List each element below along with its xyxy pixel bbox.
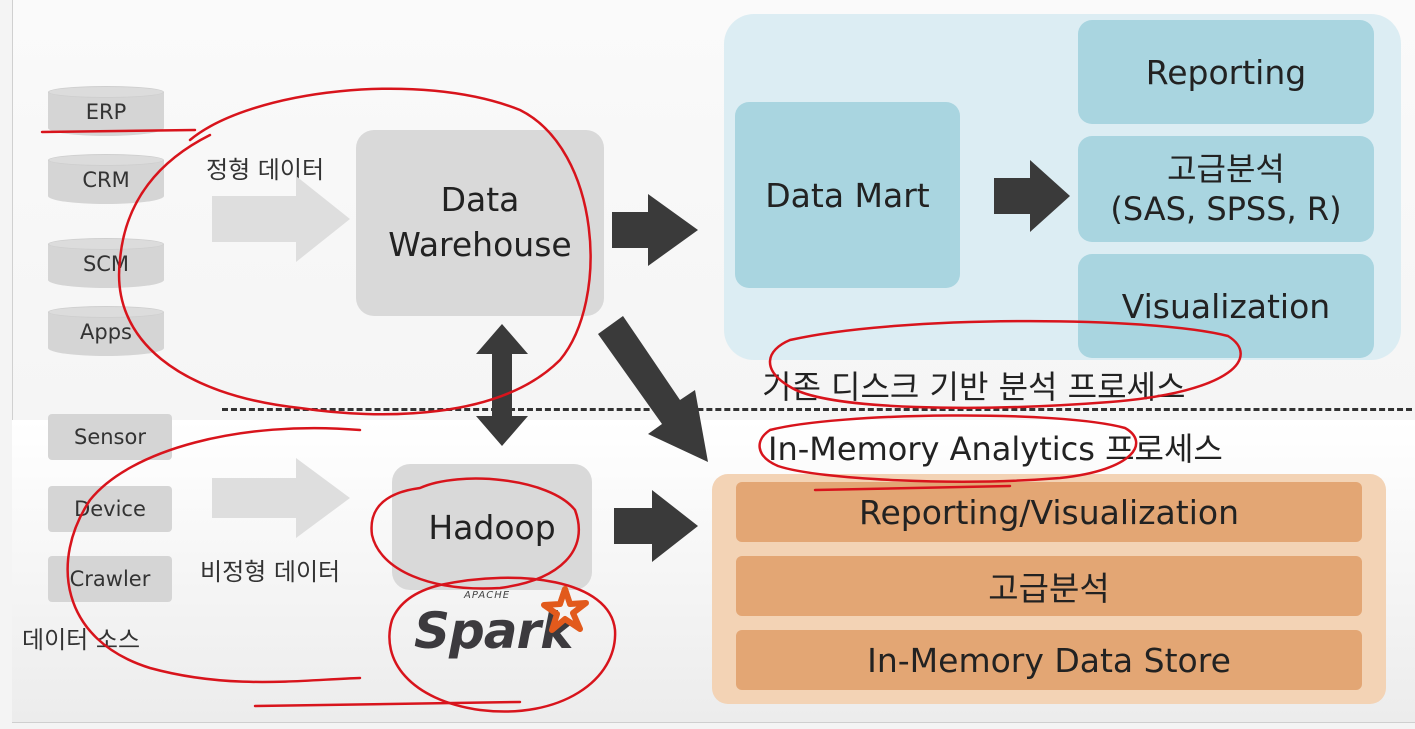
source-erp: ERP: [48, 86, 164, 136]
inmemory-underline: [813, 484, 1012, 492]
spark-circle: [388, 576, 617, 713]
visualization-box: Visualization: [1078, 254, 1374, 358]
source-label: Apps: [80, 320, 132, 344]
red-annotations: [40, 87, 1242, 713]
hadoop-box: Hadoop: [392, 464, 592, 590]
data-mart-label: Data Mart: [765, 175, 930, 215]
source-label: Device: [74, 497, 146, 521]
data-warehouse-label: Data Warehouse: [388, 180, 572, 264]
advanced-tools-label: (SAS, SPSS, R): [1110, 190, 1342, 228]
spark-apache-text: APACHE: [464, 590, 511, 601]
spark-star-icon: [541, 586, 589, 633]
source-label: CRM: [82, 168, 130, 192]
process-divider: [222, 408, 1412, 411]
spark-logo: APACHE Spark: [412, 586, 592, 668]
reporting-box: Reporting: [1078, 20, 1374, 124]
data-source-caption: 데이터 소스: [22, 626, 141, 654]
bottom-left-loop: [66, 426, 362, 684]
in-memory-advanced-label: 고급분석: [988, 569, 1110, 608]
legacy-label-circle: [768, 319, 1242, 410]
source-apps: Apps: [48, 306, 164, 356]
in-memory-process-label: In-Memory Analytics 프로세스: [768, 430, 1223, 468]
in-memory-advanced-box: 고급분석: [736, 556, 1362, 616]
in-memory-reporting-box: Reporting/Visualization: [736, 482, 1362, 542]
source-device: Device: [48, 486, 172, 532]
structured-flow-arrow: [212, 176, 350, 262]
source-label: ERP: [85, 100, 127, 124]
unstructured-data-label: 비정형 데이터: [200, 558, 341, 586]
source-crawler: Crawler: [48, 556, 172, 602]
reporting-label: Reporting: [1145, 52, 1307, 92]
source-scm: SCM: [48, 238, 164, 288]
data-warehouse-box: Data Warehouse: [356, 130, 604, 316]
structured-data-label: 정형 데이터: [206, 156, 325, 184]
advanced-analysis-box: 고급분석 (SAS, SPSS, R): [1078, 136, 1374, 242]
hadoop-label: Hadoop: [428, 507, 556, 547]
spark-tail: [253, 700, 522, 708]
mart-to-analysis-arrow: [994, 160, 1070, 232]
in-memory-store-box: In-Memory Data Store: [736, 630, 1362, 690]
dw-to-inmemory-arrow: [598, 316, 708, 462]
in-memory-store-label: In-Memory Data Store: [867, 640, 1231, 680]
spark-name-text: Spark: [414, 602, 573, 660]
dw-hadoop-double-arrow: [476, 324, 528, 446]
inmemory-label-circle: [758, 414, 1138, 483]
source-crm: CRM: [48, 154, 164, 204]
visualization-label: Visualization: [1121, 286, 1331, 326]
source-label: Crawler: [69, 567, 151, 591]
unstructured-flow-arrow: [212, 458, 350, 538]
data-mart-box: Data Mart: [735, 102, 960, 288]
source-sensor: Sensor: [48, 414, 172, 460]
advanced-analysis-label: 고급분석: [1167, 150, 1285, 188]
in-memory-reporting-label: Reporting/Visualization: [859, 492, 1239, 532]
erp-underline: [40, 128, 197, 134]
warehouse-circle: [117, 87, 592, 416]
hadoop-to-inmemory-arrow: [614, 490, 698, 562]
hadoop-circle: [370, 477, 581, 590]
dw-to-mart-arrow: [612, 194, 698, 266]
source-label: Sensor: [74, 425, 146, 449]
